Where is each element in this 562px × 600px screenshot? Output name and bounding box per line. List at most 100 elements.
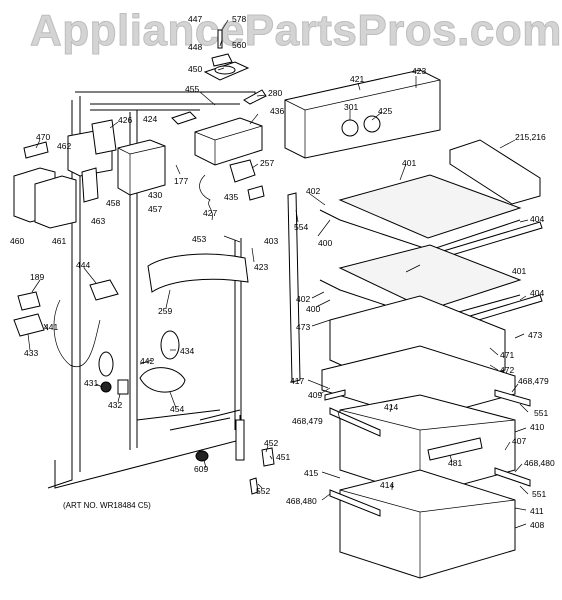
callout-label: 402: [296, 294, 310, 304]
roller-609: [195, 450, 209, 462]
glass-409: [321, 345, 516, 421]
arrow-280: [243, 89, 267, 105]
callout-label: 417: [290, 376, 304, 386]
callout-label: 259: [158, 306, 172, 316]
part-433: [13, 313, 45, 337]
callout-label: 436: [270, 106, 284, 116]
part-552: [249, 477, 259, 495]
callout-label: 400: [306, 304, 320, 314]
callout-label: 414: [384, 402, 398, 412]
art-number: (ART NO. WR18484 C5): [63, 501, 151, 510]
callout-label: 401: [512, 266, 526, 276]
callout-label: 470: [36, 132, 50, 142]
light-shield-259: [147, 253, 249, 293]
control-assembly: [171, 29, 267, 221]
callout-label: 472: [500, 365, 514, 375]
callout-label: 423: [254, 262, 268, 272]
callout-label: 408: [530, 520, 544, 530]
callout-label: 432: [108, 400, 122, 410]
slide-417: [324, 389, 346, 401]
callout-label: 444: [76, 260, 90, 270]
slide-468-479-left: [329, 407, 381, 437]
callout-label: 448: [188, 42, 202, 52]
callout-label: 460: [10, 236, 24, 246]
fan-454: [139, 367, 186, 393]
callout-label: 463: [91, 216, 105, 226]
callout-label: 280: [268, 88, 282, 98]
hinge-451: [261, 447, 275, 467]
callout-label: 551: [532, 489, 546, 499]
callout-label: 401: [402, 158, 416, 168]
callout-label: 468,479: [518, 376, 549, 386]
callout-label: 430: [148, 190, 162, 200]
part-434: [160, 330, 180, 360]
callout-label: 410: [530, 422, 544, 432]
callout-label: 423: [412, 66, 426, 76]
fitting-189: [17, 291, 41, 311]
callout-label: 473: [528, 330, 542, 340]
callout-label: 434: [180, 346, 194, 356]
callout-label: 414: [380, 480, 394, 490]
callout-label: 442: [140, 356, 154, 366]
callout-label: 425: [378, 106, 392, 116]
callout-label: 215,216: [515, 132, 546, 142]
callout-label: 468,480: [524, 458, 555, 468]
thermostat-424: [171, 111, 197, 125]
callout-label: 441: [44, 322, 58, 332]
callout-label: 411: [530, 506, 544, 516]
callout-label: 552: [256, 486, 270, 496]
shelf-rail-403: [287, 192, 301, 383]
callout-label: 402: [306, 186, 320, 196]
top-panel-421: [284, 69, 441, 159]
callout-label: 457: [148, 204, 162, 214]
callout-label: 450: [188, 64, 202, 74]
callout-label: 447: [188, 14, 202, 24]
callout-label: 551: [534, 408, 548, 418]
callout-label: 578: [232, 14, 246, 24]
callout-label: 409: [308, 390, 322, 400]
callout-label: 301: [344, 102, 358, 112]
callout-label: 435: [224, 192, 238, 202]
drawer-lower-408: [339, 469, 516, 579]
callout-label: 407: [512, 436, 526, 446]
callout-label: 451: [276, 452, 290, 462]
relay-257: [229, 159, 256, 183]
callout-label: 461: [52, 236, 66, 246]
callout-label: 453: [192, 234, 206, 244]
callout-label: 421: [350, 74, 364, 84]
callout-label: 473: [296, 322, 310, 332]
callout-label: 427: [203, 208, 217, 218]
callout-label: 462: [57, 141, 71, 151]
part-432: [117, 379, 129, 395]
slide-468-479-right: [494, 389, 531, 407]
callout-label: 609: [194, 464, 208, 474]
slide-468-480-right: [494, 467, 531, 487]
water-tube-444: [53, 299, 101, 368]
watermark: AppliancePartsPros.com: [30, 6, 562, 56]
callout-label: 433: [24, 348, 38, 358]
callout-label: 468,480: [286, 496, 317, 506]
callout-label: 404: [530, 214, 544, 224]
callout-label: 177: [174, 176, 188, 186]
control-housing-436: [194, 117, 263, 166]
callout-label: 189: [30, 272, 44, 282]
left-components: [13, 119, 275, 467]
part-426: [91, 119, 117, 155]
leader-lines: [27, 19, 529, 529]
callout-label: 400: [318, 238, 332, 248]
callout-label: 458: [106, 198, 120, 208]
cabinet-rail-part: [235, 419, 245, 461]
callout-label: 403: [264, 236, 278, 246]
callout-label: 404: [530, 288, 544, 298]
part-470: [23, 141, 49, 159]
bracket-461: [34, 175, 77, 229]
drawer-upper-407: [339, 394, 516, 497]
callout-label: 481: [448, 458, 462, 468]
callout-label: 560: [232, 40, 246, 50]
callout-label: 452: [264, 438, 278, 448]
knob-431: [100, 381, 112, 393]
housing-430: [117, 139, 166, 196]
callout-label: 257: [260, 158, 274, 168]
